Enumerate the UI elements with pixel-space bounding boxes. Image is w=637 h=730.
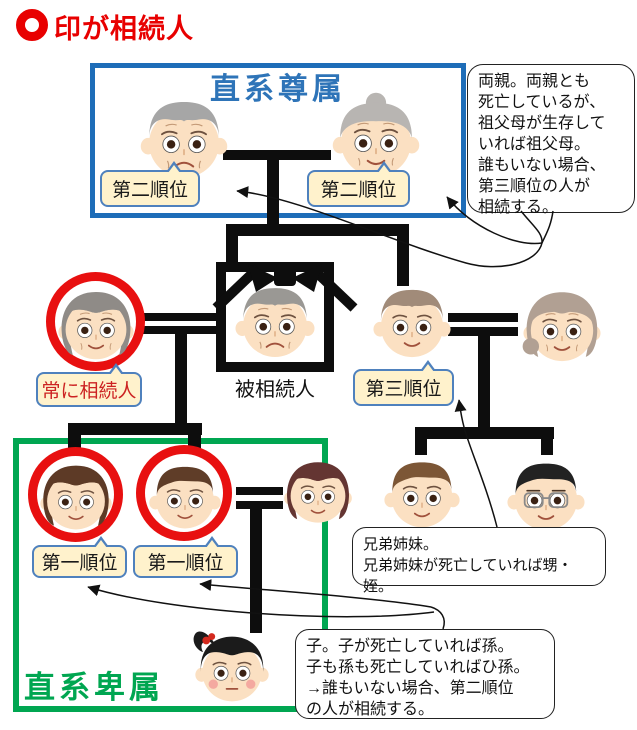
deceased-marriage-line-bottom xyxy=(143,326,217,334)
direct-ascendants-title: 直系尊属 xyxy=(210,73,346,106)
parents-couple-line xyxy=(223,150,331,160)
children-branch-line xyxy=(68,423,202,435)
direct-descendants-box xyxy=(13,438,328,712)
rank1-left-tag: 第一順位 xyxy=(32,536,127,578)
nephews-branch-line xyxy=(415,427,554,439)
legend-text: 印が相続人 xyxy=(54,14,194,44)
rank1-left-label: 第一順位 xyxy=(41,553,118,574)
rank3-label: 第三順位 xyxy=(365,379,442,400)
siblings-note-bubble: 兄弟姉妹。 兄弟姉妹が死亡していれば甥・姪。 xyxy=(352,527,606,595)
rank2-left-label: 第二順位 xyxy=(111,180,188,201)
direct-descendants-title: 直系卑属 xyxy=(24,670,164,705)
brother-marriage-line-top xyxy=(448,313,518,322)
brother-marriage-line-bottom xyxy=(448,327,518,336)
rank2-right-tag: 第二順位 xyxy=(307,161,410,207)
parents-note-bubble: 両親。両親とも 死亡しているが、 祖父母が生存して いれば祖父母。 誰もいない場… xyxy=(467,64,635,216)
always-heir-tag: 常に相続人 xyxy=(36,363,142,407)
wife-face-icon xyxy=(56,284,136,364)
rank3-tag: 第三順位 xyxy=(353,360,454,406)
rank1-right-label: 第一順位 xyxy=(147,553,224,574)
son-wife-face-icon xyxy=(282,450,354,532)
deceased-label: 被相続人 xyxy=(235,379,315,401)
rank2-left-tag: 第二順位 xyxy=(100,161,200,207)
brother-face-icon xyxy=(368,280,456,362)
drop-to-nephew1-line xyxy=(415,439,427,455)
drop-to-daughter-line xyxy=(68,435,81,450)
heir-marker-circle-icon xyxy=(16,9,48,41)
siblings-branch-line xyxy=(226,224,409,236)
son-marriage-line-top xyxy=(236,487,283,495)
drop-to-nephew2-line xyxy=(541,439,553,455)
nephews-down-line xyxy=(478,336,490,427)
nephew-glasses-face-icon xyxy=(504,453,588,535)
rank1-right-tag: 第一順位 xyxy=(133,536,238,578)
always-heir-label: 常に相続人 xyxy=(41,381,137,402)
deceased-photo-frame xyxy=(212,262,358,372)
parents-down-line xyxy=(267,158,279,226)
children-bubble-tail xyxy=(430,606,445,630)
drop-to-deceased-line xyxy=(226,236,238,264)
deceased-face-icon xyxy=(230,278,320,362)
brother-wife-face-icon xyxy=(518,284,606,366)
drop-to-brother-line xyxy=(397,236,409,286)
mourning-ribbon-icon xyxy=(212,264,358,312)
son-face-icon xyxy=(147,456,223,534)
grandfather-face-icon xyxy=(138,86,230,188)
children-note-bubble: 子。子が死亡していれば孫。 子も孫も死亡していればひ孫。 →誰もいない場合、第二… xyxy=(295,629,555,719)
children-down-line xyxy=(175,334,187,424)
son-marriage-line-bottom xyxy=(236,501,283,509)
nephew-face-icon xyxy=(381,452,463,532)
daughter-face-icon xyxy=(38,457,114,535)
granddaughter-face-icon xyxy=(191,628,273,706)
deceased-marriage-line-top xyxy=(143,313,217,321)
rank2-right-label: 第二順位 xyxy=(320,180,397,201)
grandchild-down-line xyxy=(250,509,262,633)
